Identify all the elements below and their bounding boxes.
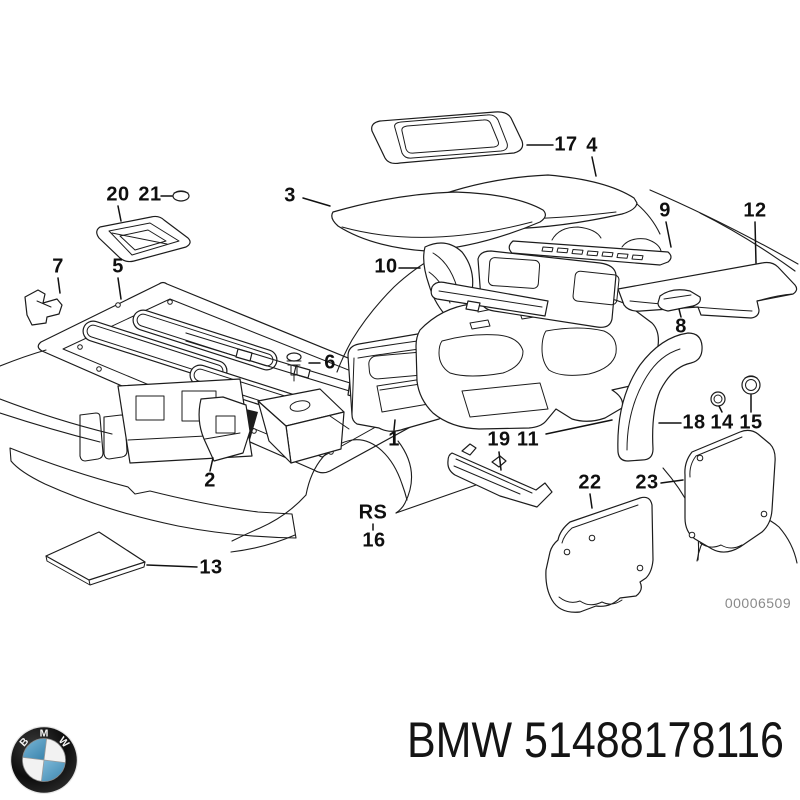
callout-4: 4 — [586, 134, 598, 157]
brand-name: BMW — [407, 712, 513, 768]
exploded-parts-drawing — [0, 111, 799, 613]
callout-17: 17 — [554, 133, 578, 156]
rear-bulkhead-trim — [430, 250, 620, 328]
part-storage-tray — [96, 215, 191, 263]
part-front-panel-2 — [198, 396, 251, 462]
part-floor-panel-13 — [45, 531, 146, 586]
callout-23: 23 — [635, 471, 659, 494]
part-sunroof-insulation — [371, 111, 524, 165]
callout-3: 3 — [284, 184, 296, 207]
part-door-insulation-23 — [684, 429, 776, 553]
part-number-title: BMW 51488178116 — [407, 711, 784, 769]
footer: B M W BMW 51488178116 — [0, 700, 800, 800]
front-bumper — [9, 447, 297, 539]
callout-16: 16 — [362, 529, 386, 552]
callout-8: 8 — [675, 315, 687, 338]
callout-15: 15 — [739, 411, 763, 434]
leader-lines — [57, 144, 757, 568]
callout-19: 19 — [487, 428, 511, 451]
callout-2: 2 — [204, 469, 216, 492]
callout-11: 11 — [516, 428, 540, 451]
callout-12: 12 — [743, 199, 767, 222]
callout-6: 6 — [324, 351, 336, 374]
callout-22: 22 — [578, 471, 602, 494]
part-bracket-7 — [24, 289, 63, 326]
callout-20: 20 — [106, 183, 130, 206]
part-wedge-8 — [657, 289, 701, 312]
kidney-grille — [79, 412, 104, 462]
clip-fastener-6 — [286, 352, 302, 382]
door-cut-line — [395, 440, 413, 514]
logo-quadrants — [22, 738, 66, 782]
callout-RS: RS — [358, 501, 388, 524]
grommet-15 — [741, 375, 761, 395]
callout-18: 18 — [682, 411, 706, 434]
callout-13: 13 — [199, 556, 223, 579]
callout-5: 5 — [112, 255, 124, 278]
front-wheel-arch — [305, 439, 408, 501]
clip-fastener-21 — [172, 190, 190, 202]
grommet-14 — [710, 391, 726, 407]
tunnel-box — [257, 388, 350, 464]
callout-10: 10 — [374, 255, 398, 278]
drawing-number: 00006509 — [724, 595, 792, 611]
part-shelf-strip-9 — [508, 226, 672, 266]
callout-7: 7 — [52, 255, 64, 278]
callout-14: 14 — [710, 411, 734, 434]
part-door-insulation-22 — [545, 496, 654, 613]
roof-drip-rail — [649, 189, 799, 265]
bmw-logo: B M W — [10, 726, 78, 794]
callout-1: 1 — [388, 428, 400, 451]
callout-9: 9 — [659, 199, 671, 222]
callout-21: 21 — [138, 183, 162, 206]
part-number: 51488178116 — [524, 712, 784, 768]
part-wheel-arch-cover-18 — [617, 332, 703, 462]
part-roof-insulation-front — [331, 191, 546, 252]
logo-letter-m: M — [40, 728, 49, 740]
part-sill-strip-19 — [395, 443, 553, 514]
